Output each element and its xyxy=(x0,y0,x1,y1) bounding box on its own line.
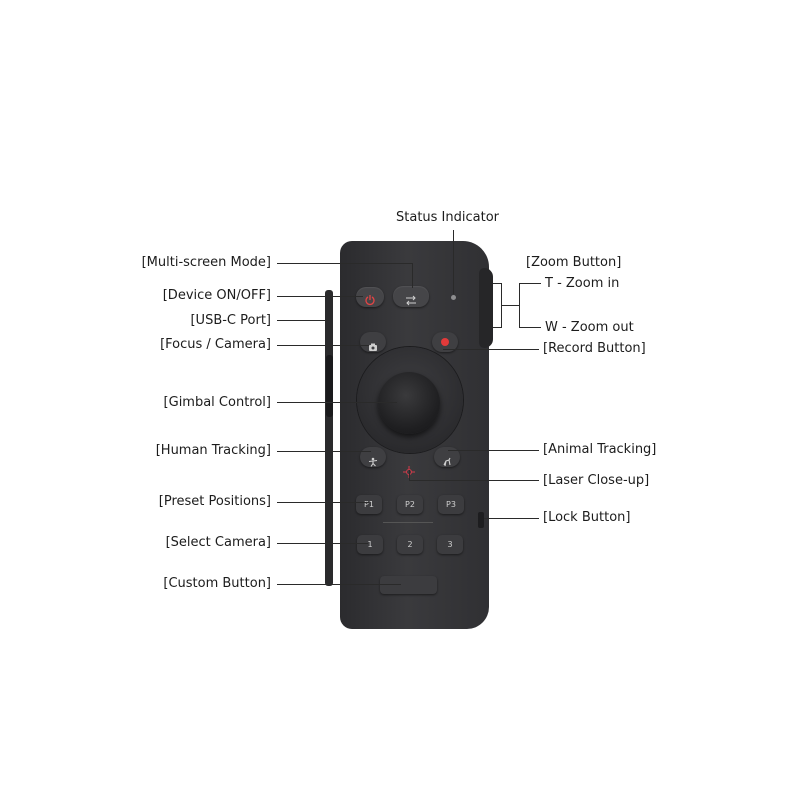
label-focus-camera: [Focus / Camera] xyxy=(160,337,271,352)
preset-p1-button[interactable]: P1 xyxy=(356,495,382,514)
divider xyxy=(383,522,433,523)
zoom-rocker[interactable] xyxy=(479,268,493,348)
animal-tracking-button[interactable] xyxy=(434,447,460,467)
human-tracking-button[interactable] xyxy=(360,447,386,467)
camera-3-button[interactable]: 3 xyxy=(437,535,463,554)
focus-camera-button[interactable] xyxy=(360,332,386,352)
record-button[interactable] xyxy=(432,332,458,352)
preset-p2-button[interactable]: P2 xyxy=(397,495,423,514)
label-usbc: [USB-C Port] xyxy=(190,313,271,328)
camera-icon xyxy=(368,337,378,351)
preset-p3-button[interactable]: P3 xyxy=(438,495,464,514)
label-record-button: [Record Button] xyxy=(543,341,646,356)
label-device-onoff: [Device ON/OFF] xyxy=(162,288,271,303)
gimbal-joystick[interactable] xyxy=(378,372,440,434)
record-dot-icon xyxy=(441,338,449,346)
camera-2-button[interactable]: 2 xyxy=(397,535,423,554)
label-select-camera: [Select Camera] xyxy=(165,535,271,550)
lock-switch[interactable] xyxy=(478,512,484,528)
custom-button[interactable] xyxy=(380,576,437,594)
camera-1-button[interactable]: 1 xyxy=(357,535,383,554)
power-icon xyxy=(365,291,375,306)
usb-c-port xyxy=(326,355,333,417)
label-zoom-button: [Zoom Button] xyxy=(526,255,622,270)
label-zoom-out: W - Zoom out xyxy=(545,320,634,335)
label-status-indicator: Status Indicator xyxy=(396,210,500,225)
label-lock-button: [Lock Button] xyxy=(543,510,631,525)
swap-arrows-icon xyxy=(405,291,417,306)
label-preset-positions: [Preset Positions] xyxy=(158,494,271,509)
human-tracking-icon xyxy=(368,452,378,467)
power-button[interactable] xyxy=(356,287,384,307)
label-custom-button: [Custom Button] xyxy=(163,576,271,591)
animal-tracking-icon xyxy=(442,452,452,467)
multi-screen-button[interactable] xyxy=(393,286,429,307)
side-edge xyxy=(325,290,333,586)
label-animal-tracking: [Animal Tracking] xyxy=(543,442,657,457)
status-led xyxy=(451,295,456,300)
label-laser-closeup: [Laser Close-up] xyxy=(543,473,650,488)
label-multi-screen: [Multi-screen Mode] xyxy=(141,255,271,270)
label-human-tracking: [Human Tracking] xyxy=(155,443,271,458)
label-gimbal: [Gimbal Control] xyxy=(163,395,271,410)
label-zoom-in: T - Zoom in xyxy=(545,276,620,291)
